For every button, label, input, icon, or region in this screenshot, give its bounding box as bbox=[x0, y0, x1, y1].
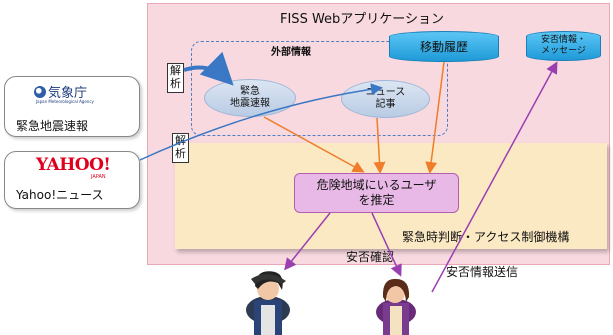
jma-name: 気象庁 bbox=[48, 86, 88, 101]
jma-logo: 気象庁 Japan Meteorological Agency bbox=[34, 82, 114, 110]
app-title: FISS Webアプリケーション bbox=[280, 12, 445, 27]
arrow-yahoo-to-news bbox=[139, 83, 383, 161]
external-info-group bbox=[191, 41, 448, 136]
user-female-icon bbox=[376, 278, 416, 335]
analyze-label-jma: 解 析 bbox=[167, 63, 184, 93]
move-history-label: 移動履歴 bbox=[419, 40, 468, 54]
news-article-node: ニュース 記事 bbox=[341, 80, 430, 118]
jma-source-box bbox=[4, 76, 140, 137]
yahoo-logo-sub: JAPAN bbox=[91, 174, 106, 180]
safety-message-label: 安否情報・ メッセージ bbox=[540, 35, 586, 56]
arrow-user-to-safety-msg bbox=[431, 61, 558, 293]
earthquake-alert-label: 緊急 地震速報 bbox=[230, 86, 270, 109]
user-male-icon bbox=[246, 271, 290, 335]
news-article-label: ニュース 記事 bbox=[365, 87, 406, 110]
decision-engine-label: 緊急時判断・アクセス制御機構 bbox=[402, 230, 570, 244]
external-info-title: 外部情報 bbox=[271, 47, 311, 58]
safety-send-label: 安否情報送信 bbox=[446, 265, 519, 279]
jma-emblem-icon bbox=[34, 86, 46, 98]
jma-english-name: Japan Meteorological Agency bbox=[36, 99, 94, 104]
yahoo-logo: YAHOO! bbox=[36, 155, 111, 175]
arrow-estimate-to-user2 bbox=[371, 212, 402, 277]
safety-confirm-label: 安否確認 bbox=[346, 250, 395, 264]
arrow-jma-to-quake bbox=[183, 51, 234, 86]
arrow-news-to-estimate bbox=[373, 117, 386, 174]
estimate-users-label: 危険地域にいるユーザ を推定 bbox=[316, 178, 437, 207]
jma-caption: 緊急地震速報 bbox=[16, 119, 89, 133]
yahoo-caption: Yahoo!ニュース bbox=[16, 188, 104, 202]
arrow-history-to-estimate bbox=[425, 61, 445, 174]
move-history-db: 移動履歴 bbox=[389, 31, 499, 62]
arrow-estimate-to-user1 bbox=[284, 212, 331, 271]
arrow-quake-to-estimate bbox=[263, 116, 365, 173]
safety-message-db: 安否情報・ メッセージ bbox=[526, 31, 601, 61]
yahoo-source-box bbox=[4, 151, 140, 209]
